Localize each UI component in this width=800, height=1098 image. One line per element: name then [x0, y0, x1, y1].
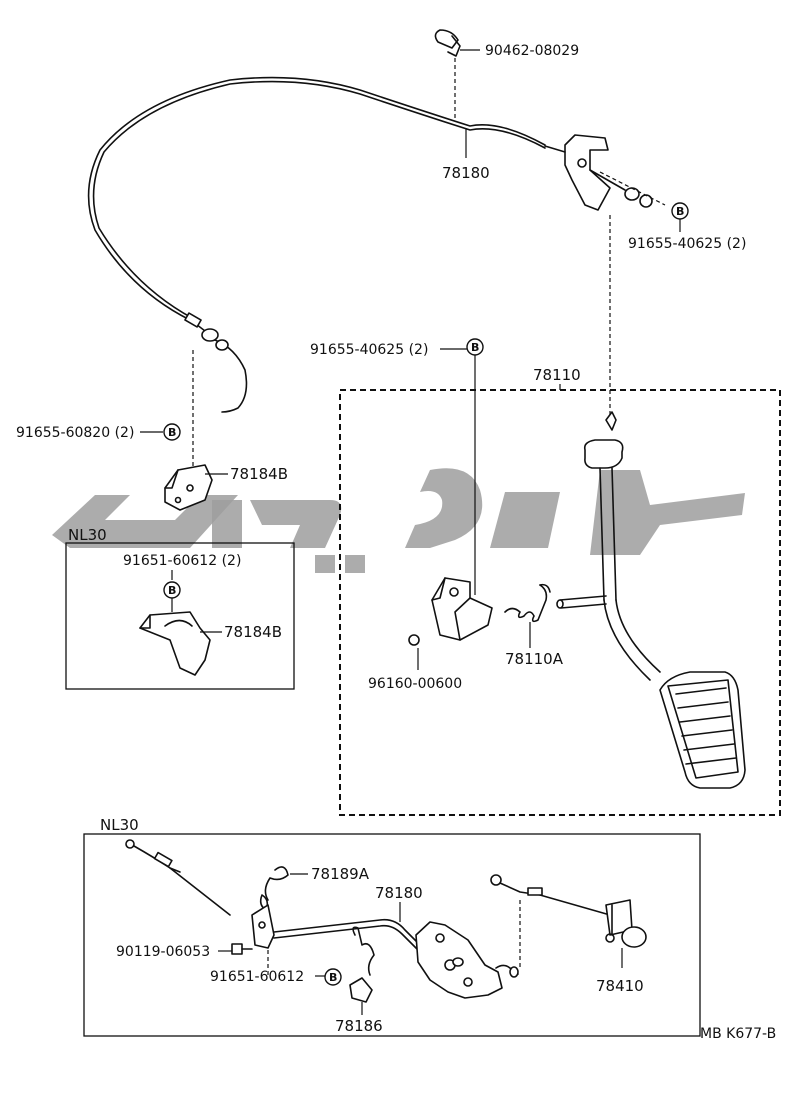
label-78180-top: 78180: [442, 164, 490, 182]
label-91651-60612-box: 91651-60612 (2): [123, 553, 241, 569]
nl30-bottom-box: [83, 833, 701, 1037]
throttle-lever-assembly: [415, 921, 519, 999]
label-91655-40625-mid: 91655-40625 (2): [310, 342, 428, 358]
svg-text:B: B: [676, 205, 684, 218]
label-91655-60820: 91655-60820 (2): [16, 425, 134, 441]
label-96160-00600: 96160-00600: [368, 676, 462, 692]
cable-bracket-top-right: [544, 134, 653, 211]
hand-throttle-cable-78410: [490, 874, 647, 948]
link-bracket-bottom: [251, 904, 275, 949]
label-90462-08029: 90462-08029: [485, 43, 579, 59]
bolt-90119: [231, 943, 253, 955]
accelerator-pedal-assembly-box: [339, 389, 781, 816]
washer-96160: [408, 634, 420, 646]
svg-text:B: B: [329, 971, 337, 984]
label-78184B-top: 78184B: [230, 465, 288, 483]
label-78186: 78186: [335, 1017, 383, 1035]
accelerator-pedal: [556, 411, 746, 789]
svg-text:B: B: [168, 584, 176, 597]
watermark-logo: [52, 468, 745, 573]
throttle-cable-bottom-left: [125, 839, 231, 916]
cable-bracket-78184b-nl30: [139, 611, 211, 676]
cable-bracket-78184b: [164, 464, 213, 511]
label-90119-06053: 90119-06053: [116, 944, 210, 960]
label-78184B-box: 78184B: [224, 623, 282, 641]
spring-78189a: [259, 866, 289, 911]
spring-bracket-78186: [349, 926, 375, 1003]
cable-clip-90462: [434, 29, 461, 57]
throttle-cable-top: [87, 76, 546, 413]
label-nl30-top: NL30: [68, 526, 107, 544]
label-78410: 78410: [596, 977, 644, 995]
badge-b-bottom: B: [324, 968, 342, 986]
nl30-variant-box: [65, 542, 295, 690]
return-spring-78110a: [504, 583, 551, 623]
label-78189A: 78189A: [311, 865, 370, 883]
badge-b-left: B: [163, 423, 181, 441]
badge-b-right: B: [671, 202, 689, 220]
reference-code: MB K677-B: [700, 1026, 776, 1042]
label-78110: 78110: [533, 366, 581, 384]
link-rod-78180: [273, 918, 421, 951]
badge-b-mid: B: [466, 338, 484, 356]
label-78110A: 78110A: [505, 650, 564, 668]
svg-text:B: B: [168, 426, 176, 439]
pedal-bracket: [431, 577, 493, 641]
label-91651-60612-bottom: 91651-60612: [210, 969, 304, 985]
svg-text:B: B: [471, 341, 479, 354]
badge-b-box: B: [163, 581, 181, 599]
label-78180-bottom: 78180: [375, 884, 423, 902]
label-nl30-bottom: NL30: [100, 816, 139, 834]
leader-dashed-bolt: [599, 171, 666, 206]
label-91655-40625-right: 91655-40625 (2): [628, 236, 746, 252]
